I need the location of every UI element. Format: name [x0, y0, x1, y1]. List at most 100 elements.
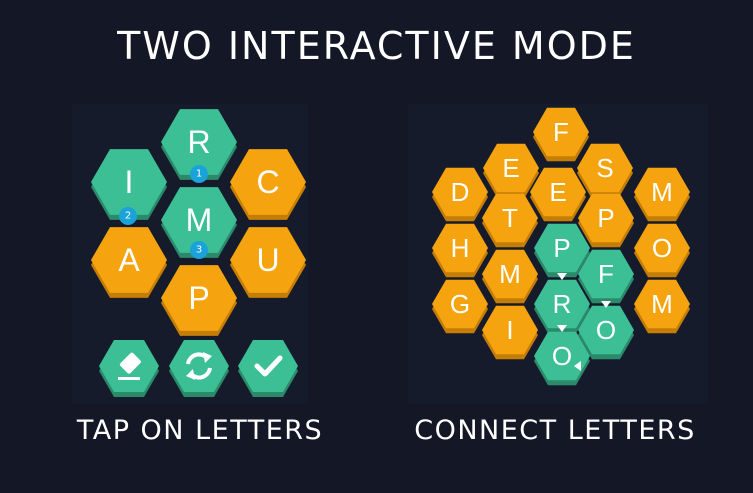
letter-tile[interactable]: M	[482, 249, 538, 304]
hex-tile	[534, 279, 590, 329]
hex-tile	[578, 305, 634, 355]
path-arrow-icon	[601, 301, 611, 308]
tile-letter: M	[499, 259, 521, 289]
hex-tile	[432, 223, 488, 273]
letter-tile[interactable]: A	[91, 227, 167, 298]
hex-tile	[634, 223, 690, 273]
letter-tile[interactable]: R1	[161, 109, 237, 183]
letter-tile[interactable]: E	[483, 143, 539, 198]
tile-letter: R	[553, 289, 572, 319]
hex-tile	[483, 143, 539, 193]
path-arrow-icon	[557, 325, 567, 332]
tile-letter: A	[118, 242, 140, 278]
letter-tile[interactable]: M	[634, 167, 690, 222]
letter-tile[interactable]: M3	[161, 187, 237, 259]
badge-number: 1	[196, 169, 202, 180]
hex-tile	[482, 305, 538, 355]
letter-tile[interactable]: O	[634, 223, 690, 278]
tile-letter: E	[549, 177, 566, 207]
tile-letter: I	[125, 164, 134, 200]
tile-letter: D	[451, 177, 470, 207]
tile-letter: P	[597, 203, 614, 233]
hex-tile	[432, 167, 488, 217]
connect-mode-caption: CONNECT LETTERS	[414, 415, 696, 446]
hex-tile	[634, 167, 690, 217]
letter-tile[interactable]: I	[482, 305, 538, 360]
hex-tile	[161, 187, 237, 253]
shuffle-button[interactable]	[169, 340, 229, 397]
letter-tile[interactable]: U	[230, 227, 306, 298]
shuffle-icon	[186, 352, 212, 380]
letter-tile[interactable]: R	[534, 279, 590, 334]
order-badge: 1	[190, 165, 208, 183]
hex-tile	[91, 149, 167, 215]
tile-letter: T	[502, 203, 518, 233]
hex-tile	[482, 249, 538, 299]
tile-letter: H	[451, 233, 470, 263]
tile-letter: F	[598, 259, 614, 289]
hex-tile	[91, 227, 167, 293]
hex-tile	[577, 143, 633, 193]
hex-tile	[578, 249, 634, 299]
hex-tile	[530, 167, 586, 217]
hex-tile	[432, 279, 488, 329]
hex-tile	[238, 340, 298, 392]
hex-tile	[534, 331, 590, 381]
order-badge: 3	[190, 241, 208, 259]
letter-tile[interactable]: C	[230, 149, 306, 220]
tile-letter: F	[553, 117, 569, 147]
tile-letter: E	[502, 153, 519, 183]
letter-tile[interactable]: O	[578, 305, 634, 360]
letter-tile[interactable]: T	[482, 193, 538, 248]
letter-tile[interactable]: G	[432, 279, 488, 334]
letter-tile[interactable]: O	[534, 331, 590, 386]
tile-letter: C	[256, 164, 279, 200]
page-title: TWO INTERACTIVE MODE	[117, 24, 636, 68]
letter-tile[interactable]: F	[578, 249, 634, 304]
tile-letter: P	[553, 233, 570, 263]
badge-number: 3	[196, 245, 202, 256]
tile-letter: O	[652, 233, 672, 263]
checkmark-button[interactable]	[238, 340, 298, 397]
letter-tile[interactable]: H	[432, 223, 488, 278]
path-arrow-icon	[557, 273, 567, 280]
letter-tile[interactable]: P	[161, 265, 237, 336]
tile-letter: R	[187, 124, 210, 160]
letter-tile[interactable]: P	[534, 223, 590, 278]
hex-tile	[161, 265, 237, 331]
tile-letter: M	[651, 177, 673, 207]
tile-letter: O	[596, 315, 616, 345]
badge-circle	[119, 207, 137, 225]
tile-letter: I	[506, 315, 513, 345]
order-badge: 2	[119, 207, 137, 225]
letter-tile[interactable]: I2	[91, 149, 167, 225]
letter-tile[interactable]: S	[577, 143, 633, 198]
tile-letter: S	[596, 153, 613, 183]
eraser-button[interactable]	[99, 340, 159, 397]
tile-letter: M	[186, 202, 213, 238]
letter-tile[interactable]: M	[634, 279, 690, 334]
letter-tile[interactable]: D	[432, 167, 488, 222]
tile-letter: U	[256, 242, 279, 278]
hex-tile	[634, 279, 690, 329]
hex-tile	[169, 340, 229, 392]
tile-letter: M	[651, 289, 673, 319]
letter-tile[interactable]: F	[533, 107, 589, 162]
hex-tile	[578, 193, 634, 243]
eraser-icon	[118, 352, 141, 380]
badge-circle	[190, 241, 208, 259]
checkmark-icon	[254, 355, 283, 377]
path-arrow-icon	[574, 361, 581, 371]
badge-number: 2	[125, 211, 131, 222]
badge-circle	[190, 165, 208, 183]
letter-tile[interactable]: E	[530, 167, 586, 222]
letter-tile[interactable]: P	[578, 193, 634, 248]
hex-tile	[533, 107, 589, 157]
hex-tile	[230, 149, 306, 215]
tile-letter: P	[188, 280, 209, 316]
tile-letter: O	[552, 341, 572, 371]
